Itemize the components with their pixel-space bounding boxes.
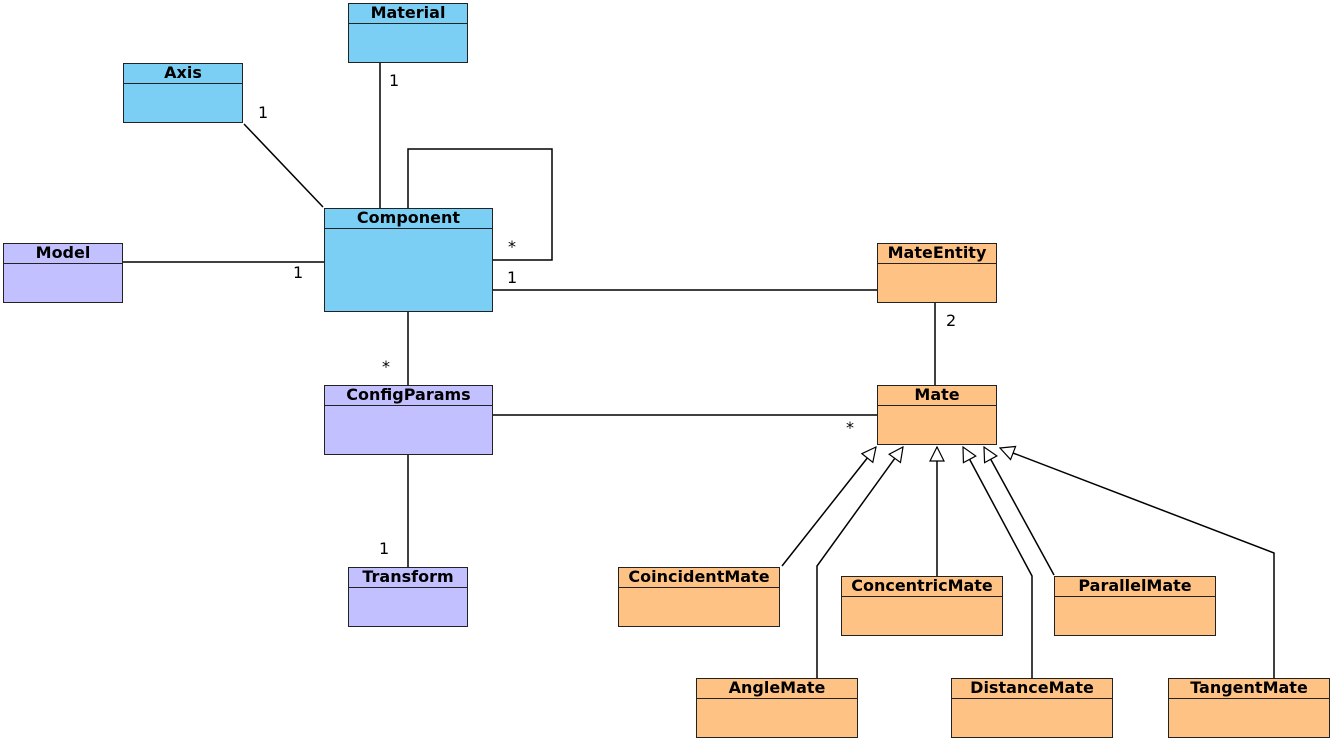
class-model[interactable]: Model bbox=[3, 243, 123, 303]
class-transform-name: Transform bbox=[349, 568, 467, 588]
class-axis-name: Axis bbox=[124, 64, 242, 84]
parallelmate-generalization bbox=[983, 447, 1055, 576]
class-parallel-mate[interactable]: ParallelMate bbox=[1054, 576, 1216, 636]
axis-component-link bbox=[243, 123, 324, 208]
class-mate-entity-name: MateEntity bbox=[878, 244, 996, 264]
tangentmate-generalization bbox=[1000, 448, 1275, 678]
multiplicity-model: 1 bbox=[293, 263, 304, 282]
class-coincident-mate[interactable]: CoincidentMate bbox=[618, 567, 780, 627]
component-self-link bbox=[407, 148, 553, 261]
class-concentric-mate[interactable]: ConcentricMate bbox=[841, 576, 1003, 636]
multiplicity-transform: 1 bbox=[379, 539, 390, 558]
class-tangent-mate-name: TangentMate bbox=[1169, 679, 1329, 699]
class-component[interactable]: Component bbox=[324, 208, 493, 312]
multiplicity-axis: 1 bbox=[258, 103, 269, 122]
class-angle-mate-name: AngleMate bbox=[697, 679, 857, 699]
distancemate-generalization bbox=[962, 447, 1033, 678]
class-model-name: Model bbox=[4, 244, 122, 264]
class-coincident-mate-name: CoincidentMate bbox=[619, 568, 779, 588]
class-tangent-mate[interactable]: TangentMate bbox=[1168, 678, 1330, 738]
class-mate-name: Mate bbox=[878, 386, 996, 406]
multiplicity-config-mate: * bbox=[846, 418, 854, 437]
class-component-name: Component bbox=[325, 209, 492, 229]
class-concentric-mate-name: ConcentricMate bbox=[842, 577, 1002, 597]
class-material-name: Material bbox=[349, 4, 467, 24]
anglemate-generalization bbox=[816, 447, 903, 678]
multiplicity-self-assoc: * bbox=[508, 237, 516, 256]
class-mate-entity[interactable]: MateEntity bbox=[877, 243, 997, 303]
class-config-params[interactable]: ConfigParams bbox=[324, 385, 493, 455]
class-material[interactable]: Material bbox=[348, 3, 468, 63]
class-distance-mate-name: DistanceMate bbox=[952, 679, 1112, 699]
class-axis[interactable]: Axis bbox=[123, 63, 243, 123]
class-mate[interactable]: Mate bbox=[877, 385, 997, 445]
multiplicity-material: 1 bbox=[389, 71, 400, 90]
class-transform[interactable]: Transform bbox=[348, 567, 468, 627]
class-distance-mate[interactable]: DistanceMate bbox=[951, 678, 1113, 738]
coincidentmate-generalization bbox=[781, 447, 876, 567]
multiplicity-component-mate-entity: 1 bbox=[507, 268, 518, 287]
multiplicity-config-params: * bbox=[382, 357, 390, 376]
class-parallel-mate-name: ParallelMate bbox=[1055, 577, 1215, 597]
multiplicity-mate-entity-mate: 2 bbox=[946, 311, 957, 330]
class-angle-mate[interactable]: AngleMate bbox=[696, 678, 858, 738]
class-config-params-name: ConfigParams bbox=[325, 386, 492, 406]
